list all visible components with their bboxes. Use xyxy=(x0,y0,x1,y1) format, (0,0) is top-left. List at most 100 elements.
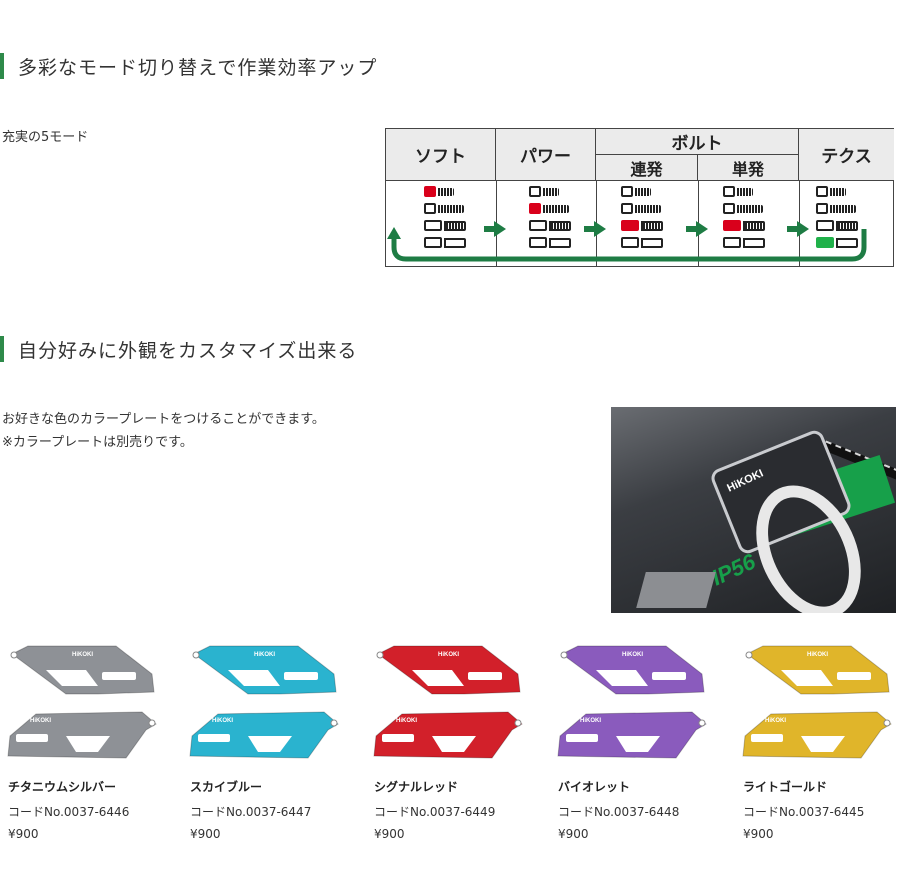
section-title-modes: 多彩なモード切り替えで作業効率アップ xyxy=(0,53,377,79)
mode-lamp xyxy=(816,203,828,214)
plate-cutout xyxy=(781,670,833,686)
plate-cutout xyxy=(801,736,845,752)
plate-hole xyxy=(883,719,891,727)
description-line: ※カラープレートは別売りです。 xyxy=(2,435,193,450)
mode-table: ソフト パワー ボルト 連発 単発 テクス xyxy=(385,128,894,267)
mode-lamp xyxy=(424,237,442,248)
tex-screw-icon xyxy=(641,237,663,248)
description-line: お好きな色のカラープレートをつけることができます。 xyxy=(2,412,325,427)
plate-hole xyxy=(148,719,156,727)
bolt-icon xyxy=(444,220,466,231)
plate-price: ¥900 xyxy=(8,827,39,841)
mode-lamp-active xyxy=(621,220,639,231)
screw-icon xyxy=(830,187,846,196)
plate-bottom xyxy=(373,711,523,759)
plate-name: ライトゴールド xyxy=(743,780,828,794)
plate-bottom xyxy=(7,711,157,759)
bolt-icon xyxy=(743,220,765,231)
plate-name: バイオレット xyxy=(558,780,631,794)
header-bolt: ボルト xyxy=(596,129,799,155)
mode-lamp xyxy=(723,237,741,248)
photo-ip-badge: IP56 xyxy=(707,548,760,591)
plate-cutout xyxy=(596,670,648,686)
tex-screw-icon xyxy=(836,237,858,248)
mode-lamp-active xyxy=(529,203,541,214)
mode-indicator-bolt-single xyxy=(723,185,779,253)
mode-lamp xyxy=(723,203,735,214)
section-title-text: 自分好みに外観をカスタマイズ出来る xyxy=(18,339,358,362)
plate-cutout xyxy=(432,736,476,752)
screw-icon xyxy=(635,187,651,196)
plate-logo: HiKOKI xyxy=(30,718,51,724)
plate-slot xyxy=(837,672,871,680)
plate-hole xyxy=(330,719,338,727)
plate-name: シグナルレッド xyxy=(374,780,459,794)
mode-indicator-soft xyxy=(424,185,480,253)
screw-icon xyxy=(635,204,661,213)
mode-lamp-blinking xyxy=(723,220,741,231)
screw-icon xyxy=(543,204,569,213)
plate-slot xyxy=(751,734,783,742)
plate-slot xyxy=(382,734,414,742)
plate-slot xyxy=(102,672,136,680)
plate-cutout xyxy=(66,736,110,752)
mode-lamp xyxy=(621,203,633,214)
plate-slot xyxy=(284,672,318,680)
title-accent-bar xyxy=(0,336,4,362)
header-bolt-single: 単発 xyxy=(698,155,799,181)
bolt-icon xyxy=(641,220,663,231)
mode-lamp xyxy=(621,186,633,197)
plate-code: コードNo.0037-6449 xyxy=(374,805,496,819)
header-power: パワー xyxy=(496,129,596,181)
mode-indicator-tex xyxy=(816,185,872,253)
plate-logo: HiKOKI xyxy=(580,718,601,724)
mode-lamp xyxy=(424,203,436,214)
plate-bottom xyxy=(557,711,707,759)
plate-hole xyxy=(376,651,384,659)
mode-indicator-power xyxy=(529,185,585,253)
bolt-icon xyxy=(549,220,571,231)
plate-logo: HiKOKI xyxy=(212,718,233,724)
plate-name: スカイブルー xyxy=(190,780,263,794)
product-photo: HiKOKI IP56 xyxy=(611,407,896,613)
plate-name: チタニウムシルバー xyxy=(8,780,117,794)
plate-hole xyxy=(514,719,522,727)
arrow-right-icon xyxy=(787,221,809,237)
plate-cutout xyxy=(616,736,660,752)
plate-logo: HiKOKI xyxy=(807,652,828,658)
title-accent-bar xyxy=(0,53,4,79)
plate-hole xyxy=(10,651,18,659)
mode-lamp xyxy=(816,220,834,231)
color-plate-image: HiKOKI HiKOKI xyxy=(373,645,523,759)
plate-code: コードNo.0037-6445 xyxy=(743,805,865,819)
plate-code: コードNo.0037-6448 xyxy=(558,805,680,819)
plate-price: ¥900 xyxy=(190,827,221,841)
tex-screw-icon xyxy=(743,237,765,248)
plate-hole xyxy=(698,719,706,727)
tex-screw-icon xyxy=(549,237,571,248)
plate-logo: HiKOKI xyxy=(396,718,417,724)
mode-lamp xyxy=(621,237,639,248)
screw-icon xyxy=(737,204,763,213)
mode-lamp xyxy=(723,186,735,197)
plate-cutout xyxy=(412,670,464,686)
screw-icon xyxy=(438,204,464,213)
plate-slot xyxy=(652,672,686,680)
plate-hole xyxy=(745,651,753,659)
section-title-text: 多彩なモード切り替えで作業効率アップ xyxy=(18,56,378,79)
plate-price: ¥900 xyxy=(743,827,774,841)
plate-bottom xyxy=(189,711,339,759)
plate-hole xyxy=(192,651,200,659)
header-bolt-continuous: 連発 xyxy=(596,155,698,181)
mode-lamp-active xyxy=(816,237,834,248)
plate-logo: HiKOKI xyxy=(438,652,459,658)
arrow-right-icon xyxy=(484,221,506,237)
